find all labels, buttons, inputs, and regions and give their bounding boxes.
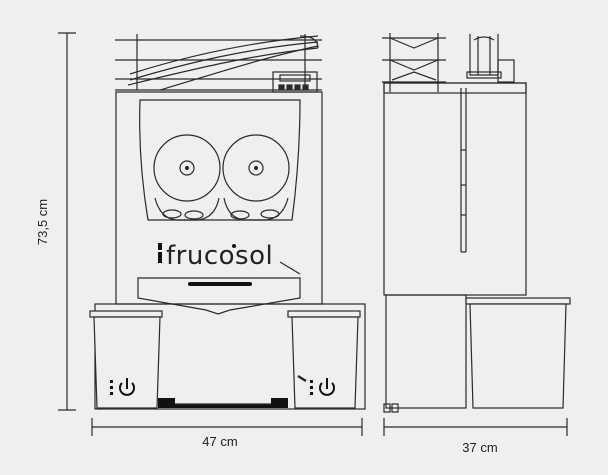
left-power-icon (110, 378, 135, 396)
brand-name: frucosol (166, 241, 273, 271)
side-view (382, 33, 571, 413)
left-fruit-cup (153, 134, 221, 221)
juice-spout (137, 277, 301, 315)
juicing-window (139, 99, 301, 221)
side-lower-body (385, 294, 467, 409)
side-body (383, 82, 527, 296)
right-waste-bin (287, 310, 361, 409)
logo-accent-line (279, 261, 301, 275)
side-rail (460, 88, 467, 253)
side-depth-label: 37 cm (462, 440, 497, 455)
front-view: frucosol (89, 34, 366, 410)
front-width-dimension: 47 cm (91, 418, 363, 449)
right-power-icon (297, 374, 335, 396)
height-dimension: 73,5 cm (35, 32, 76, 411)
side-hopper (466, 34, 515, 83)
side-top-rim (383, 82, 527, 94)
brand-logo: frucosol (158, 241, 273, 271)
control-panel (272, 71, 318, 93)
side-waste-bin (465, 297, 571, 409)
side-connector (383, 403, 399, 413)
height-label: 73,5 cm (35, 199, 50, 245)
side-depth-dimension: 37 cm (383, 418, 568, 455)
side-feeder-frame (382, 33, 446, 92)
left-waste-bin (89, 310, 163, 409)
right-fruit-cup (222, 134, 290, 221)
front-width-label: 47 cm (202, 434, 237, 449)
